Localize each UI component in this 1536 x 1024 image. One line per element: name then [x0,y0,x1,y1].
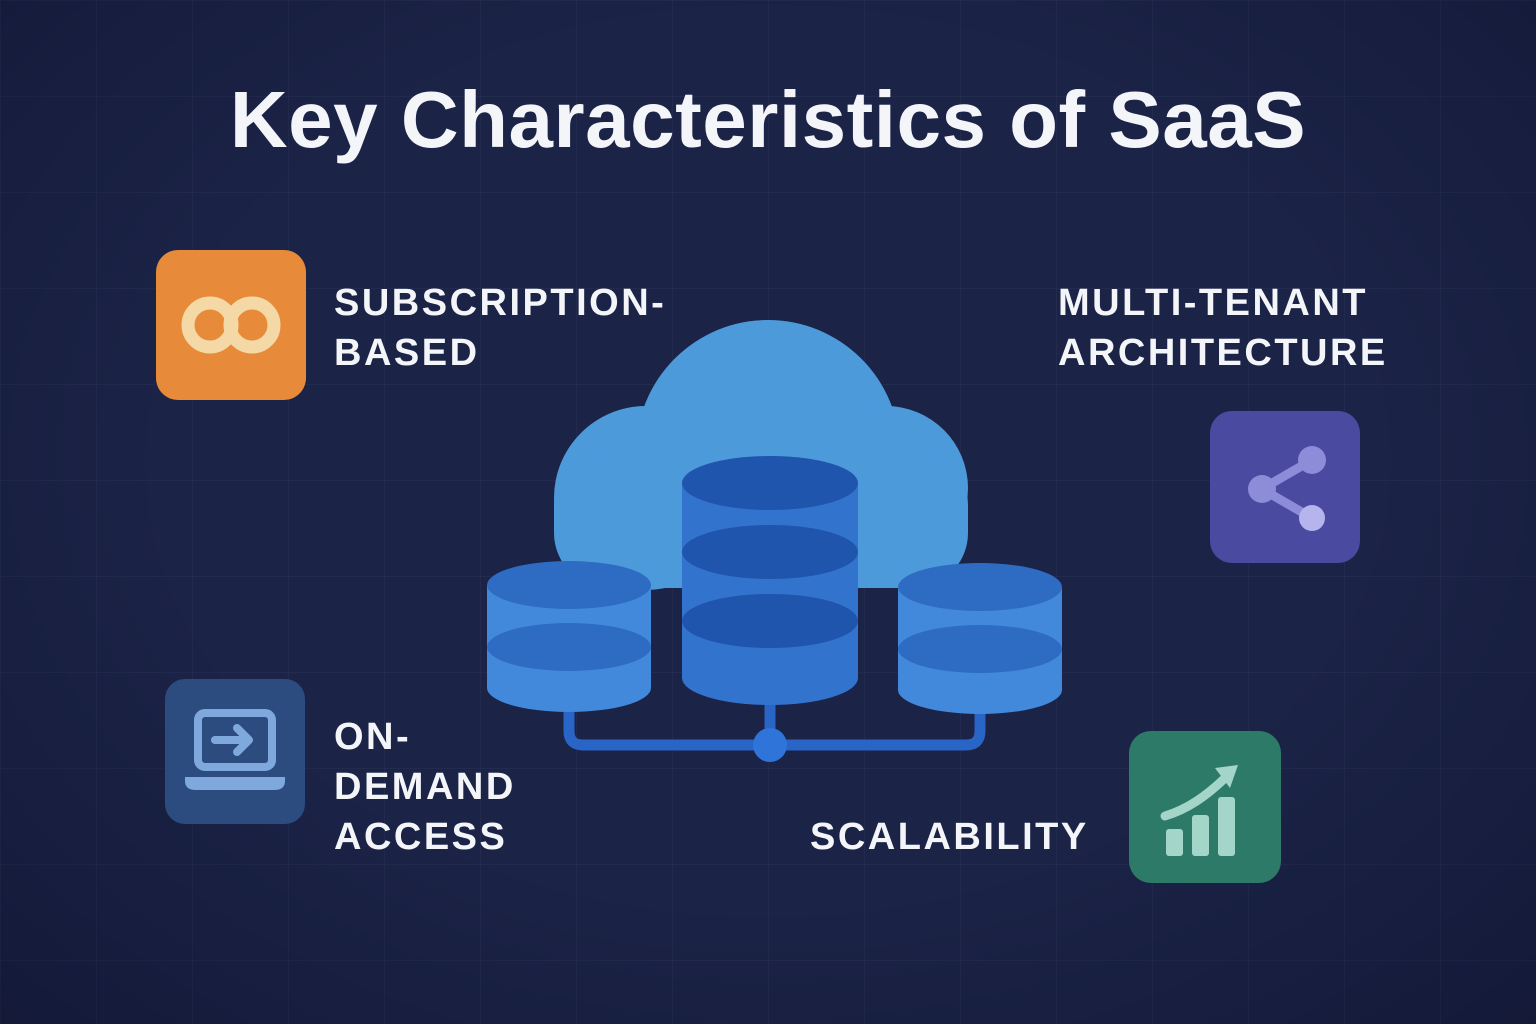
scalability-icon-tile [1129,731,1281,883]
on-demand-icon-tile [165,679,305,824]
growth-chart-icon [1160,765,1238,856]
database-left [487,561,651,712]
on-demand-label: ON- DEMAND ACCESS [334,716,516,858]
connector-node [753,728,787,762]
database-right [898,563,1062,714]
laptop-arrow-icon [185,709,285,790]
cloud-database-illustration [487,320,1062,762]
subscription-label: SUBSCRIPTION- BASED [334,282,667,374]
scalability-label: SCALABILITY [810,816,1089,858]
infinity-icon [181,296,281,354]
page-title: Key Characteristics of SaaS [229,75,1307,164]
multi-tenant-icon-tile [1210,411,1360,563]
share-icon [1248,446,1326,531]
multi-tenant-label: MULTI-TENANT ARCHITECTURE [1058,282,1388,374]
subscription-icon-tile [156,250,306,400]
database-center [682,456,858,705]
